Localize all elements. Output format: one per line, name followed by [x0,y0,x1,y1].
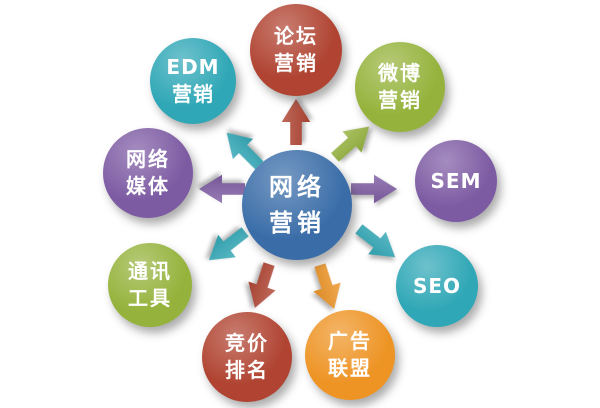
node-ad-alliance: 广告 联盟 [305,310,395,400]
node-bid-ranking: 竞价 排名 [202,312,292,402]
arrow-down-icon [239,259,286,313]
node-sem: SEM [415,140,497,222]
node-communication-tools: 通讯 工具 [108,243,192,327]
node-label: SEO [412,273,462,298]
node-label: 排名 [225,358,269,382]
arrow-up-icon [279,99,313,145]
node-label: 网络 [126,147,170,171]
node-label: 网络 [269,173,325,201]
node-network-media: 网络 媒体 [103,128,193,218]
node-label: 营销 [269,209,325,237]
node-label: 联盟 [328,356,372,380]
arrow-left-icon [199,172,245,206]
node-weibo-marketing: 微博 营销 [355,42,445,132]
node-label: 媒体 [126,174,170,198]
node-seo: SEO [396,245,478,327]
arrow-down-mid-icon [304,260,351,314]
node-label: 微博 [378,61,422,85]
arrow-right-icon [351,172,397,206]
node-label: 论坛 [274,24,318,48]
arrow-down-right-icon [348,215,405,270]
node-edm-marketing: EDM 营销 [150,38,236,124]
node-label: 营销 [172,82,214,106]
node-label: EDM [166,55,220,79]
node-label: 竞价 [225,331,269,355]
node-label: 营销 [378,88,422,112]
node-label: 工具 [128,286,172,310]
node-label: 通讯 [128,259,172,283]
node-network-marketing-center: 网络 营销 [242,150,352,260]
node-label: 营销 [274,51,318,75]
node-forum-marketing: 论坛 营销 [250,4,342,96]
node-label: 广告 [328,329,372,353]
node-label: SEM [430,168,482,193]
